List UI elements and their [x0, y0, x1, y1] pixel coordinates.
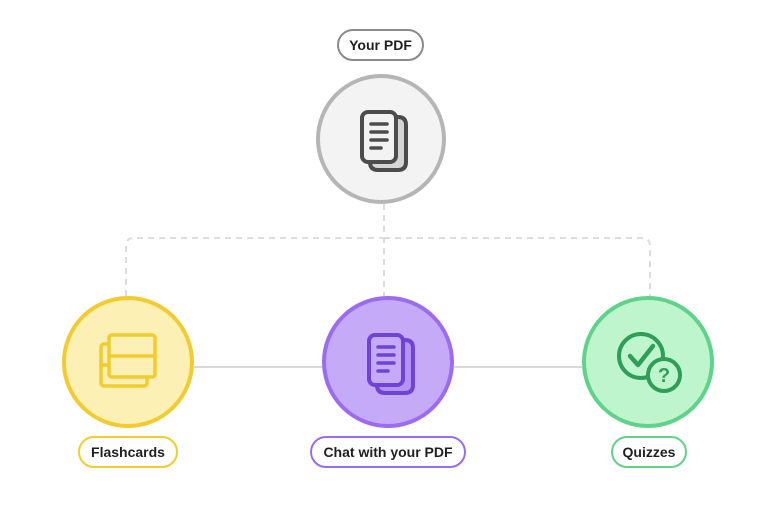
chat-with-pdf-label: Chat with your PDF	[310, 436, 466, 468]
flashcards-icon	[99, 333, 157, 388]
quizzes-label: Quizzes	[611, 436, 687, 468]
flashcards-label: Flashcards	[78, 436, 178, 468]
svg-text:?: ?	[658, 365, 670, 387]
flashcards-node	[62, 296, 194, 428]
document-icon	[367, 333, 415, 395]
your-pdf-node	[316, 74, 446, 204]
quizzes-node: ?	[582, 296, 714, 428]
your-pdf-label: Your PDF	[337, 29, 424, 61]
connector-top-to-left	[125, 237, 384, 296]
connector-top-to-right	[384, 237, 651, 296]
check-question-icon: ?	[617, 332, 682, 393]
chat-with-pdf-node	[322, 296, 454, 428]
document-icon	[360, 110, 408, 172]
